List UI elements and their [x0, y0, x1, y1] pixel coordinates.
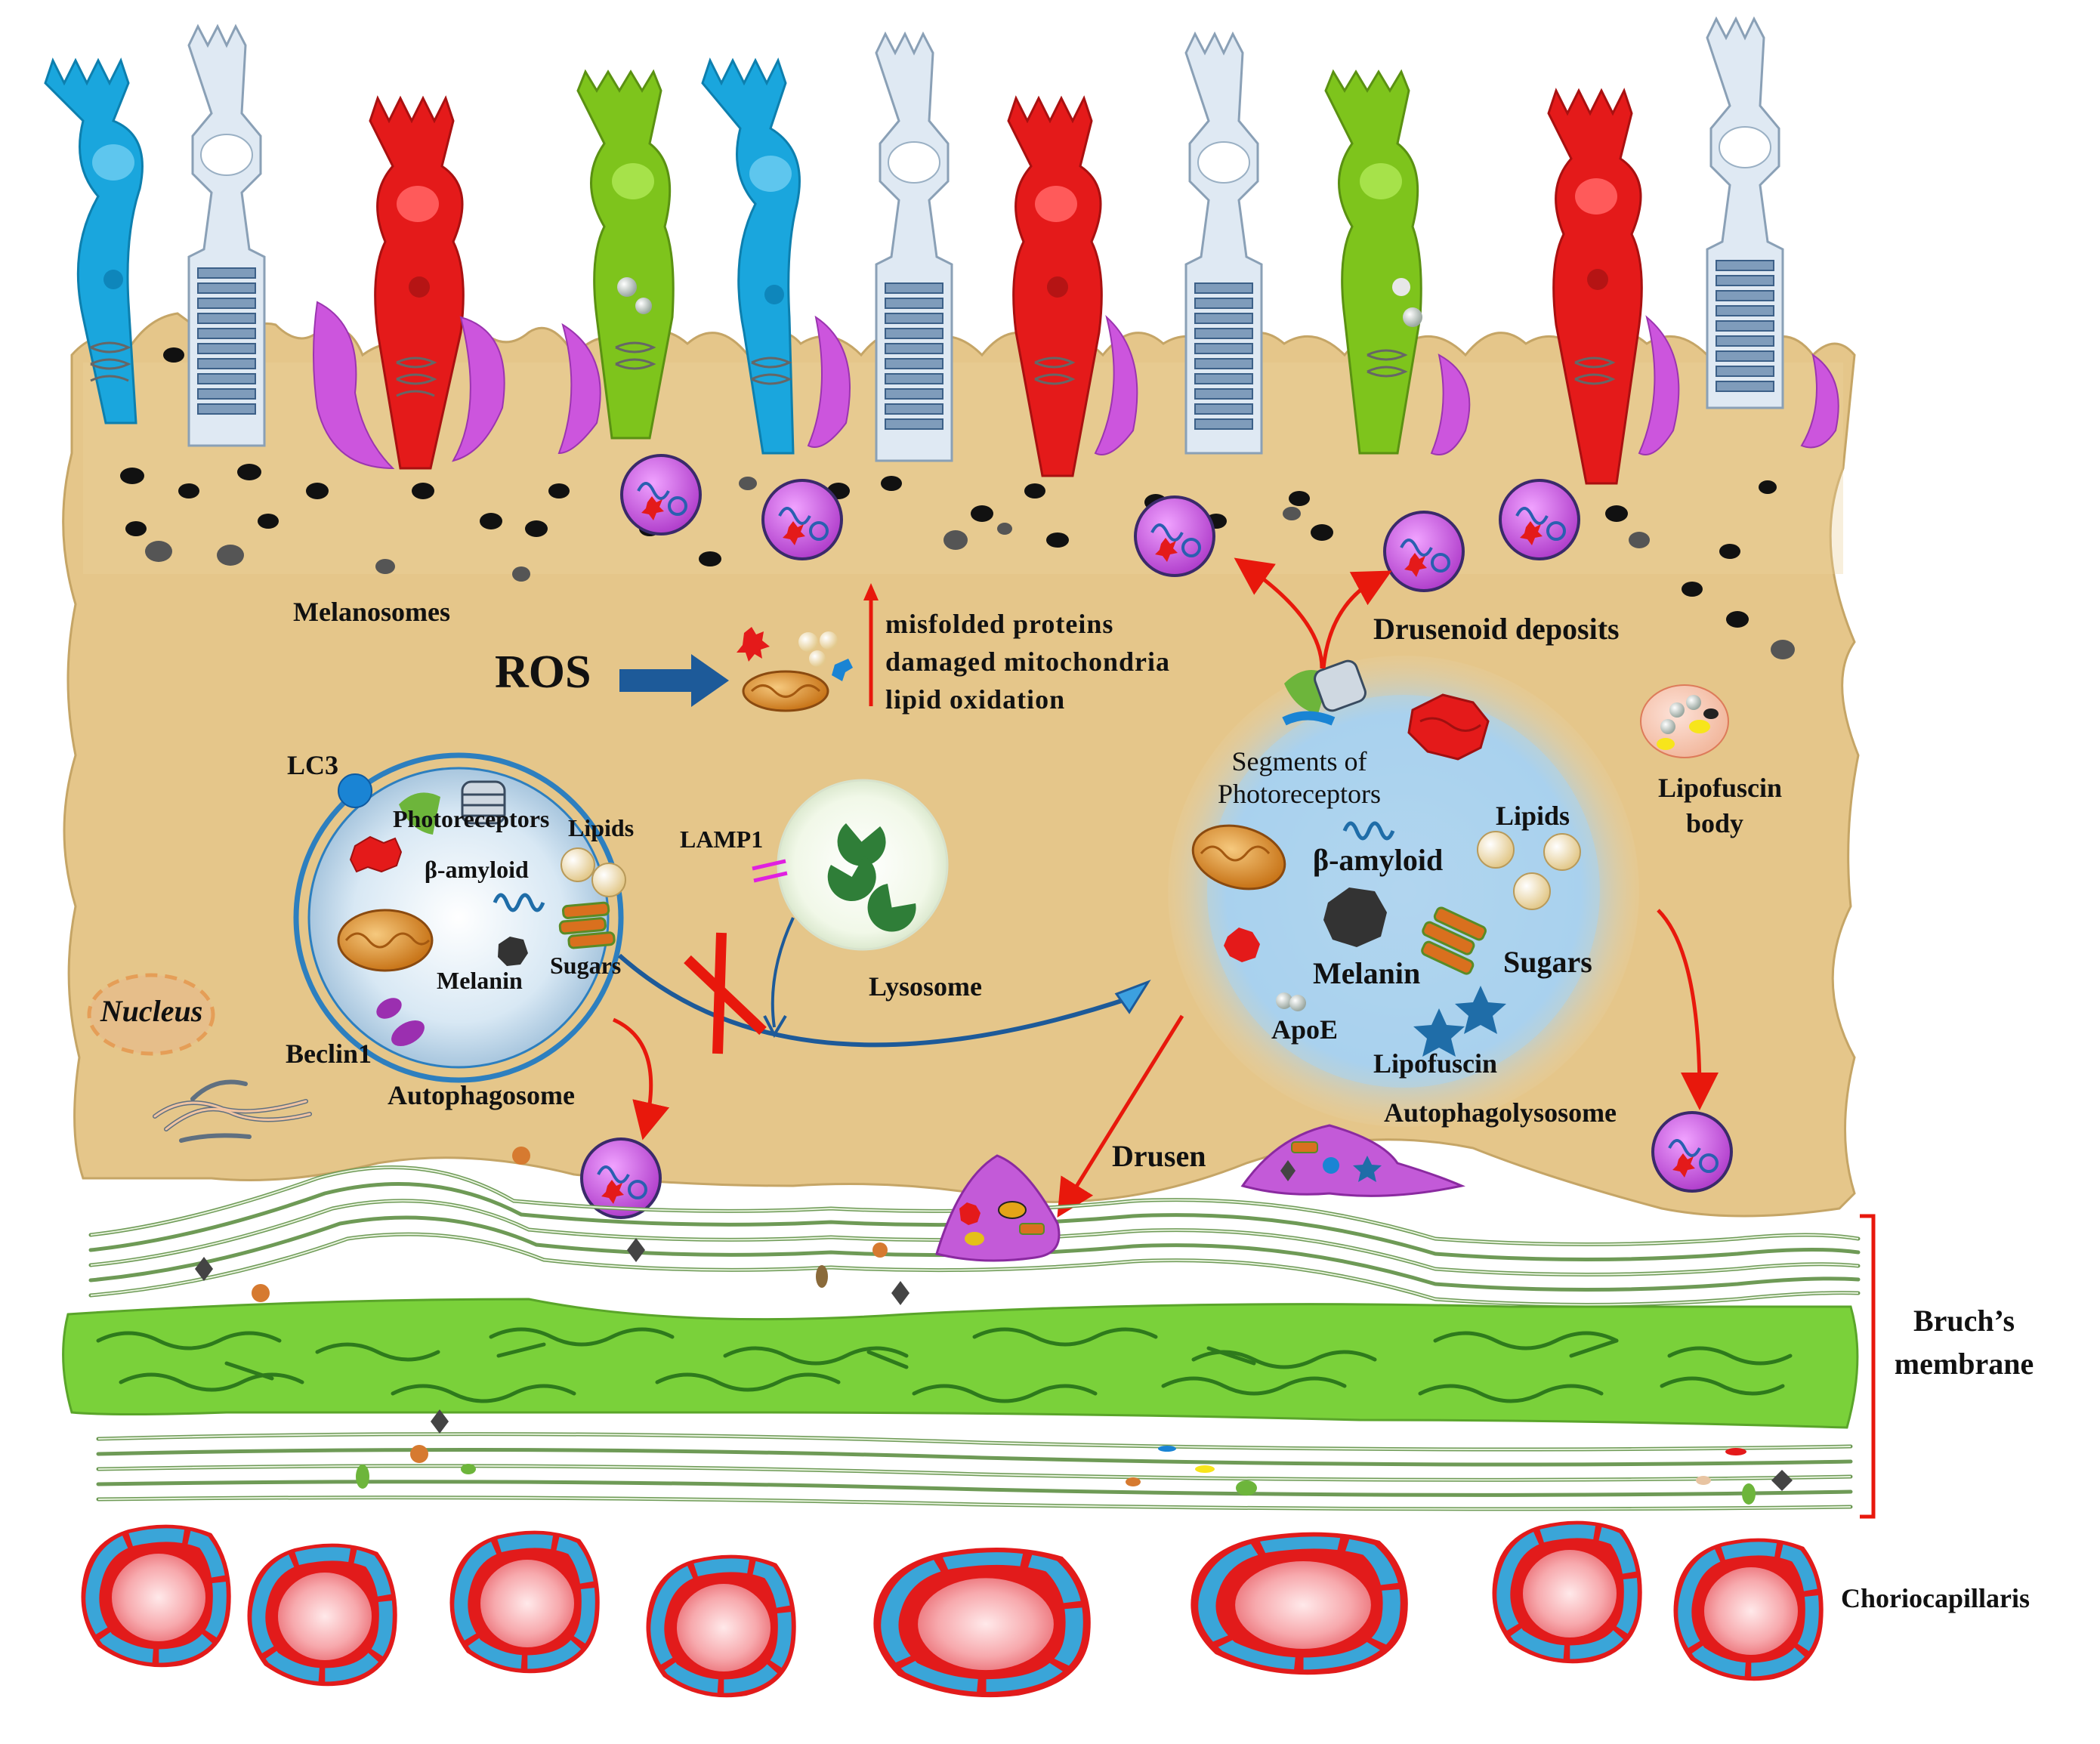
rod-1	[187, 23, 266, 447]
photoreceptors-label: Photoreceptors	[393, 805, 550, 832]
ros-label: ROS	[495, 647, 591, 698]
segments-label-1: Segments of	[1231, 746, 1367, 776]
drusen-deposit-1	[935, 1154, 1061, 1262]
bruchs-particles	[195, 1147, 1793, 1505]
lipofuscin-body	[1640, 684, 1729, 758]
melanosomes	[120, 347, 1777, 628]
lipofuscin-body-label-1: Lipofuscin	[1658, 773, 1783, 803]
bruchs-membrane-label-2: membrane	[1894, 1347, 2034, 1381]
elastic-fibers	[96, 1327, 1793, 1403]
nucleus-label: Nucleus	[100, 994, 203, 1028]
drusenoid-vesicle	[1651, 1111, 1733, 1193]
damaged-mitochondria-label: damaged mitochondria	[885, 647, 1171, 677]
green-cone-1	[576, 69, 675, 440]
autophagosome	[293, 752, 626, 1083]
capillary	[1492, 1520, 1642, 1664]
capillary	[646, 1554, 796, 1698]
drusenoid-deposits-label: Drusenoid deposits	[1373, 612, 1620, 646]
green-cone-2	[1324, 69, 1422, 455]
red-arrows	[612, 557, 1719, 1218]
drusen-deposit-2	[1240, 1124, 1465, 1197]
beta-amyloid-label-right: β-amyloid	[1313, 843, 1444, 877]
lamp1-label: LAMP1	[680, 826, 764, 853]
beta-amyloid-label-left: β-amyloid	[425, 856, 529, 883]
drusenoid-vesicle-group	[580, 454, 1733, 1219]
damage-cluster	[737, 627, 853, 712]
outer-collagen-highlight	[97, 1433, 1851, 1510]
drusenoid-vesicle	[620, 454, 702, 536]
melanin-label-left: Melanin	[437, 967, 523, 994]
melanosomes-grey	[145, 477, 1795, 659]
choriocapillaris-label: Choriocapillaris	[1841, 1583, 2030, 1613]
capillary	[81, 1524, 231, 1668]
capillary	[247, 1543, 397, 1687]
red-cone-2	[1007, 95, 1103, 477]
ros-arrow	[619, 654, 729, 707]
melanosomes-label: Melanosomes	[293, 597, 450, 627]
autophagolysosome	[1168, 656, 1639, 1127]
golgi-er-fill	[153, 1100, 311, 1131]
lysosome	[752, 779, 949, 951]
red-cone-3	[1547, 88, 1643, 485]
lysosome-label: Lysosome	[869, 971, 983, 1002]
blue-cone-1	[44, 57, 144, 424]
melanin-label-right: Melanin	[1313, 956, 1421, 990]
drusenoid-vesicle	[761, 479, 843, 560]
choriocapillaris	[81, 1520, 1824, 1698]
autophagosome-label: Autophagosome	[388, 1080, 576, 1110]
rod-2-discs	[885, 282, 943, 430]
bruchs-bracket	[1860, 1214, 1876, 1519]
capillary	[1191, 1532, 1408, 1675]
lipofuscin-label: Lipofuscin	[1373, 1048, 1498, 1079]
lipids-label-left: Lipids	[568, 814, 635, 841]
increase-arrow	[863, 583, 879, 706]
rod-3-discs	[1194, 282, 1253, 430]
block-x	[684, 932, 767, 1054]
lipids-label-right: Lipids	[1496, 801, 1570, 831]
drusen-label: Drusen	[1112, 1139, 1206, 1173]
drusenoid-vesicle	[1499, 479, 1580, 560]
autophagolysosome-label: Autophagolysosome	[1384, 1097, 1617, 1128]
misfolded-proteins-label: misfolded proteins	[885, 609, 1114, 639]
rpe-microvilli	[313, 301, 1839, 470]
beclin1-label: Beclin1	[286, 1039, 372, 1069]
nucleus	[87, 973, 215, 1056]
capillary	[1673, 1538, 1824, 1681]
sugars-label-left: Sugars	[550, 952, 622, 979]
drusenoid-vesicle	[580, 1137, 662, 1219]
elastic-layer	[62, 1298, 1859, 1429]
sugars-label-right: Sugars	[1503, 945, 1592, 979]
drusenoid-vesicle	[1383, 511, 1465, 592]
red-cone-1	[369, 95, 465, 470]
drusenoid-vesicle	[1134, 495, 1215, 577]
capillary	[873, 1548, 1091, 1698]
rod-4	[1706, 16, 1784, 409]
lipid-oxidation-label: lipid oxidation	[885, 684, 1066, 715]
rod-4-discs	[1716, 260, 1774, 392]
bruchs-membrane-label-1: Bruch’s	[1913, 1304, 2015, 1338]
segments-label-2: Photoreceptors	[1218, 779, 1381, 809]
lc3-label: LC3	[287, 750, 339, 780]
apoe-label: ApoE	[1271, 1014, 1339, 1045]
blue-cone-2	[701, 57, 801, 455]
lipofuscin-body-label-2: body	[1685, 808, 1744, 838]
rod-1-discs	[197, 267, 256, 415]
capillary	[449, 1530, 600, 1674]
fusion-arrow	[618, 917, 1151, 1048]
